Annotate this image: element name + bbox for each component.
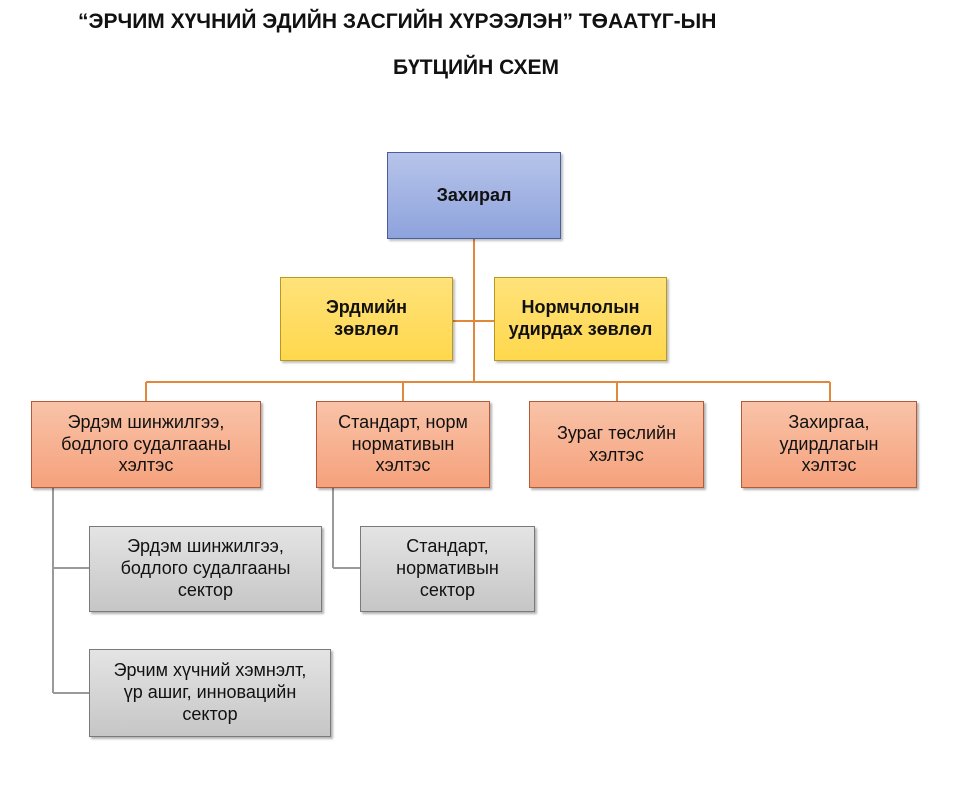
node-dept-design: Зураг төслийн хэлтэс <box>529 401 704 488</box>
node-academic-council: Эрдмийн зөвлөл <box>280 277 453 361</box>
node-dept-standard: Стандарт, норм нормативын хэлтэс <box>316 401 490 488</box>
node-sector-energy-saving: Эрчим хүчний хэмнэлт, үр ашиг, инноваций… <box>89 649 331 737</box>
node-dept-research: Эрдэм шинжилгээ, бодлого судалгааны хэлт… <box>31 401 261 488</box>
node-sector-standard: Стандарт, нормативын сектор <box>360 526 535 612</box>
node-normative-council: Нормчлолын удирдах зөвлөл <box>494 277 667 361</box>
page-title-line-2: БҮТЦИЙН СХЕМ <box>393 56 560 79</box>
page-title-line-1: “ЭРЧИМ ХҮЧНИЙ ЭДИЙН ЗАСГИЙН ХҮРЭЭЛЭН” ТӨ… <box>78 10 717 33</box>
node-sector-research: Эрдэм шинжилгээ, бодлого судалгааны сект… <box>89 526 322 612</box>
node-dept-admin: Захиргаа, удирдлагын хэлтэс <box>741 401 917 488</box>
node-director: Захирал <box>387 152 561 239</box>
